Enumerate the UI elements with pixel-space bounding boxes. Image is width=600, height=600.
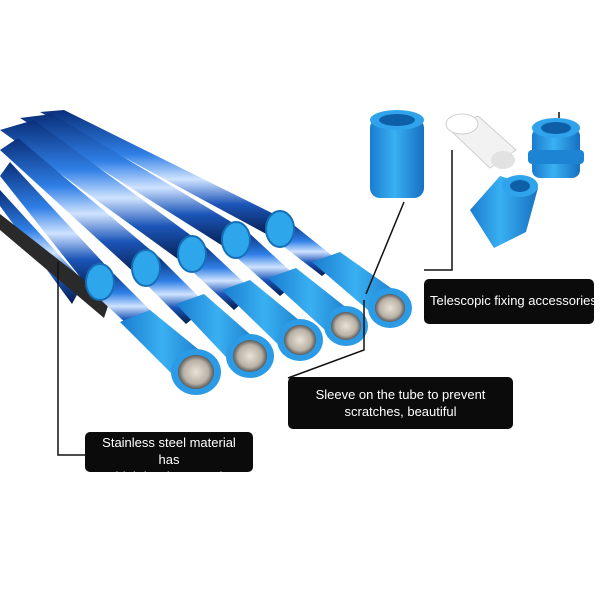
leader-line-sleeve [365,201,405,295]
sleeve [222,280,323,361]
callout-text: scratches, beautiful [344,404,457,419]
collar-ring [85,263,115,301]
callout-telescopic-accessories: Telescopic fixing accessories [424,279,597,324]
sleeve [176,294,274,378]
blue-coupling-accessory [528,118,584,178]
callout-text: Stainless steel material has [102,435,236,467]
callout-text: high hardness and durability [115,469,223,501]
sleeve [120,310,221,395]
sleeve [268,268,368,346]
leader-line-steel [57,262,85,456]
sleeve [312,252,412,328]
collar-ring [131,249,161,287]
telescopic-poles [0,110,412,395]
leader-line-sleeve [287,300,365,379]
pole [40,110,290,236]
collar-ring [177,235,207,273]
white-adapter-accessory [445,113,517,169]
pole [0,162,110,292]
accessories [370,110,584,248]
blue-tapered-accessory [470,175,538,248]
callout-text: Telescopic fixing accessories [430,293,597,308]
callout-sleeve: Sleeve on the tube to prevent scratches,… [288,377,513,429]
callout-text: Sleeve on the tube to prevent [315,387,486,402]
callout-stainless-steel: Stainless steel material has high hardne… [85,432,253,501]
collar-ring [265,210,295,248]
collar-ring [221,221,251,259]
pole-edge [0,214,110,318]
leader-line-accessories [424,150,453,271]
pole [0,120,204,262]
leader-lines [57,112,560,456]
blue-sleeve-accessory [370,110,424,198]
pole [20,114,248,248]
pole [0,138,160,276]
